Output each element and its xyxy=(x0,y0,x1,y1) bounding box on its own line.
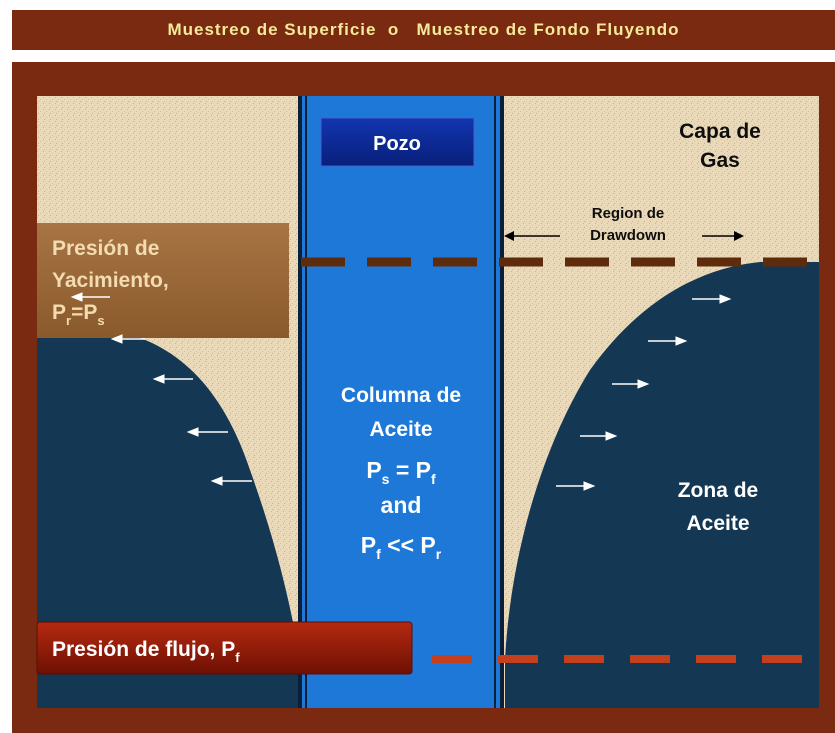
region-drawdown-line1: Region de xyxy=(592,205,665,222)
flowing-pressure-label: Presión de flujo, Pf xyxy=(52,638,240,665)
flow-arrow-left-icon xyxy=(70,292,110,302)
flow-arrow-left-icon xyxy=(152,374,193,384)
oil-column-line2: Aceite xyxy=(369,418,432,441)
oil-zone-left xyxy=(37,330,300,708)
oil-zone-right xyxy=(505,262,819,708)
drawdown-arrow-left-icon xyxy=(504,231,560,241)
flow-arrow-right-icon xyxy=(612,379,650,389)
flow-arrow-right-icon xyxy=(648,336,688,346)
capa-de-gas-line1: Capa de xyxy=(679,120,761,143)
header-title: Muestreo de Superficie o Muestreo de Fon… xyxy=(167,20,680,39)
drawdown-arrow-right-icon xyxy=(702,231,744,241)
flow-arrows-right xyxy=(556,294,732,491)
flow-arrow-right-icon xyxy=(692,294,732,304)
wellbore-column xyxy=(298,96,504,708)
flow-arrow-right-icon xyxy=(556,481,596,491)
oil-column-equation-1: Ps = Pf xyxy=(366,457,436,487)
flow-arrow-left-icon xyxy=(210,476,252,486)
pozo-box xyxy=(320,117,475,167)
wellbore-wall-left-inner xyxy=(305,96,307,708)
reservoir-pressure-line2: Yacimiento, xyxy=(52,269,169,292)
wellbore-wall-left xyxy=(298,96,302,708)
flow-arrow-left-icon xyxy=(186,427,228,437)
wellbore-wall-right xyxy=(500,96,504,708)
flow-arrow-left-icon xyxy=(110,334,145,344)
wellbore-wall-right-inner xyxy=(494,96,496,708)
flow-arrow-right-icon xyxy=(580,431,618,441)
pozo-label: Pozo xyxy=(373,133,421,155)
region-drawdown-line2: Drawdown xyxy=(590,227,666,244)
reservoir-pressure-formula: Pr=Ps xyxy=(52,301,105,328)
reservoir-pressure-box xyxy=(37,223,289,338)
flowing-pressure-box xyxy=(36,621,413,675)
oil-zone-line2: Aceite xyxy=(686,512,749,535)
oil-column-equation-2: Pf << Pr xyxy=(361,532,442,562)
reservoir-pressure-line1: Presión de xyxy=(52,237,159,260)
oil-zone-line1: Zona de xyxy=(678,479,759,502)
oil-column-line1: Columna de xyxy=(341,384,461,407)
oil-column-and: and xyxy=(381,492,422,518)
header-bar: Muestreo de Superficie o Muestreo de Fon… xyxy=(12,10,835,50)
capa-de-gas-line2: Gas xyxy=(700,149,740,172)
flow-arrows-left xyxy=(70,292,252,486)
